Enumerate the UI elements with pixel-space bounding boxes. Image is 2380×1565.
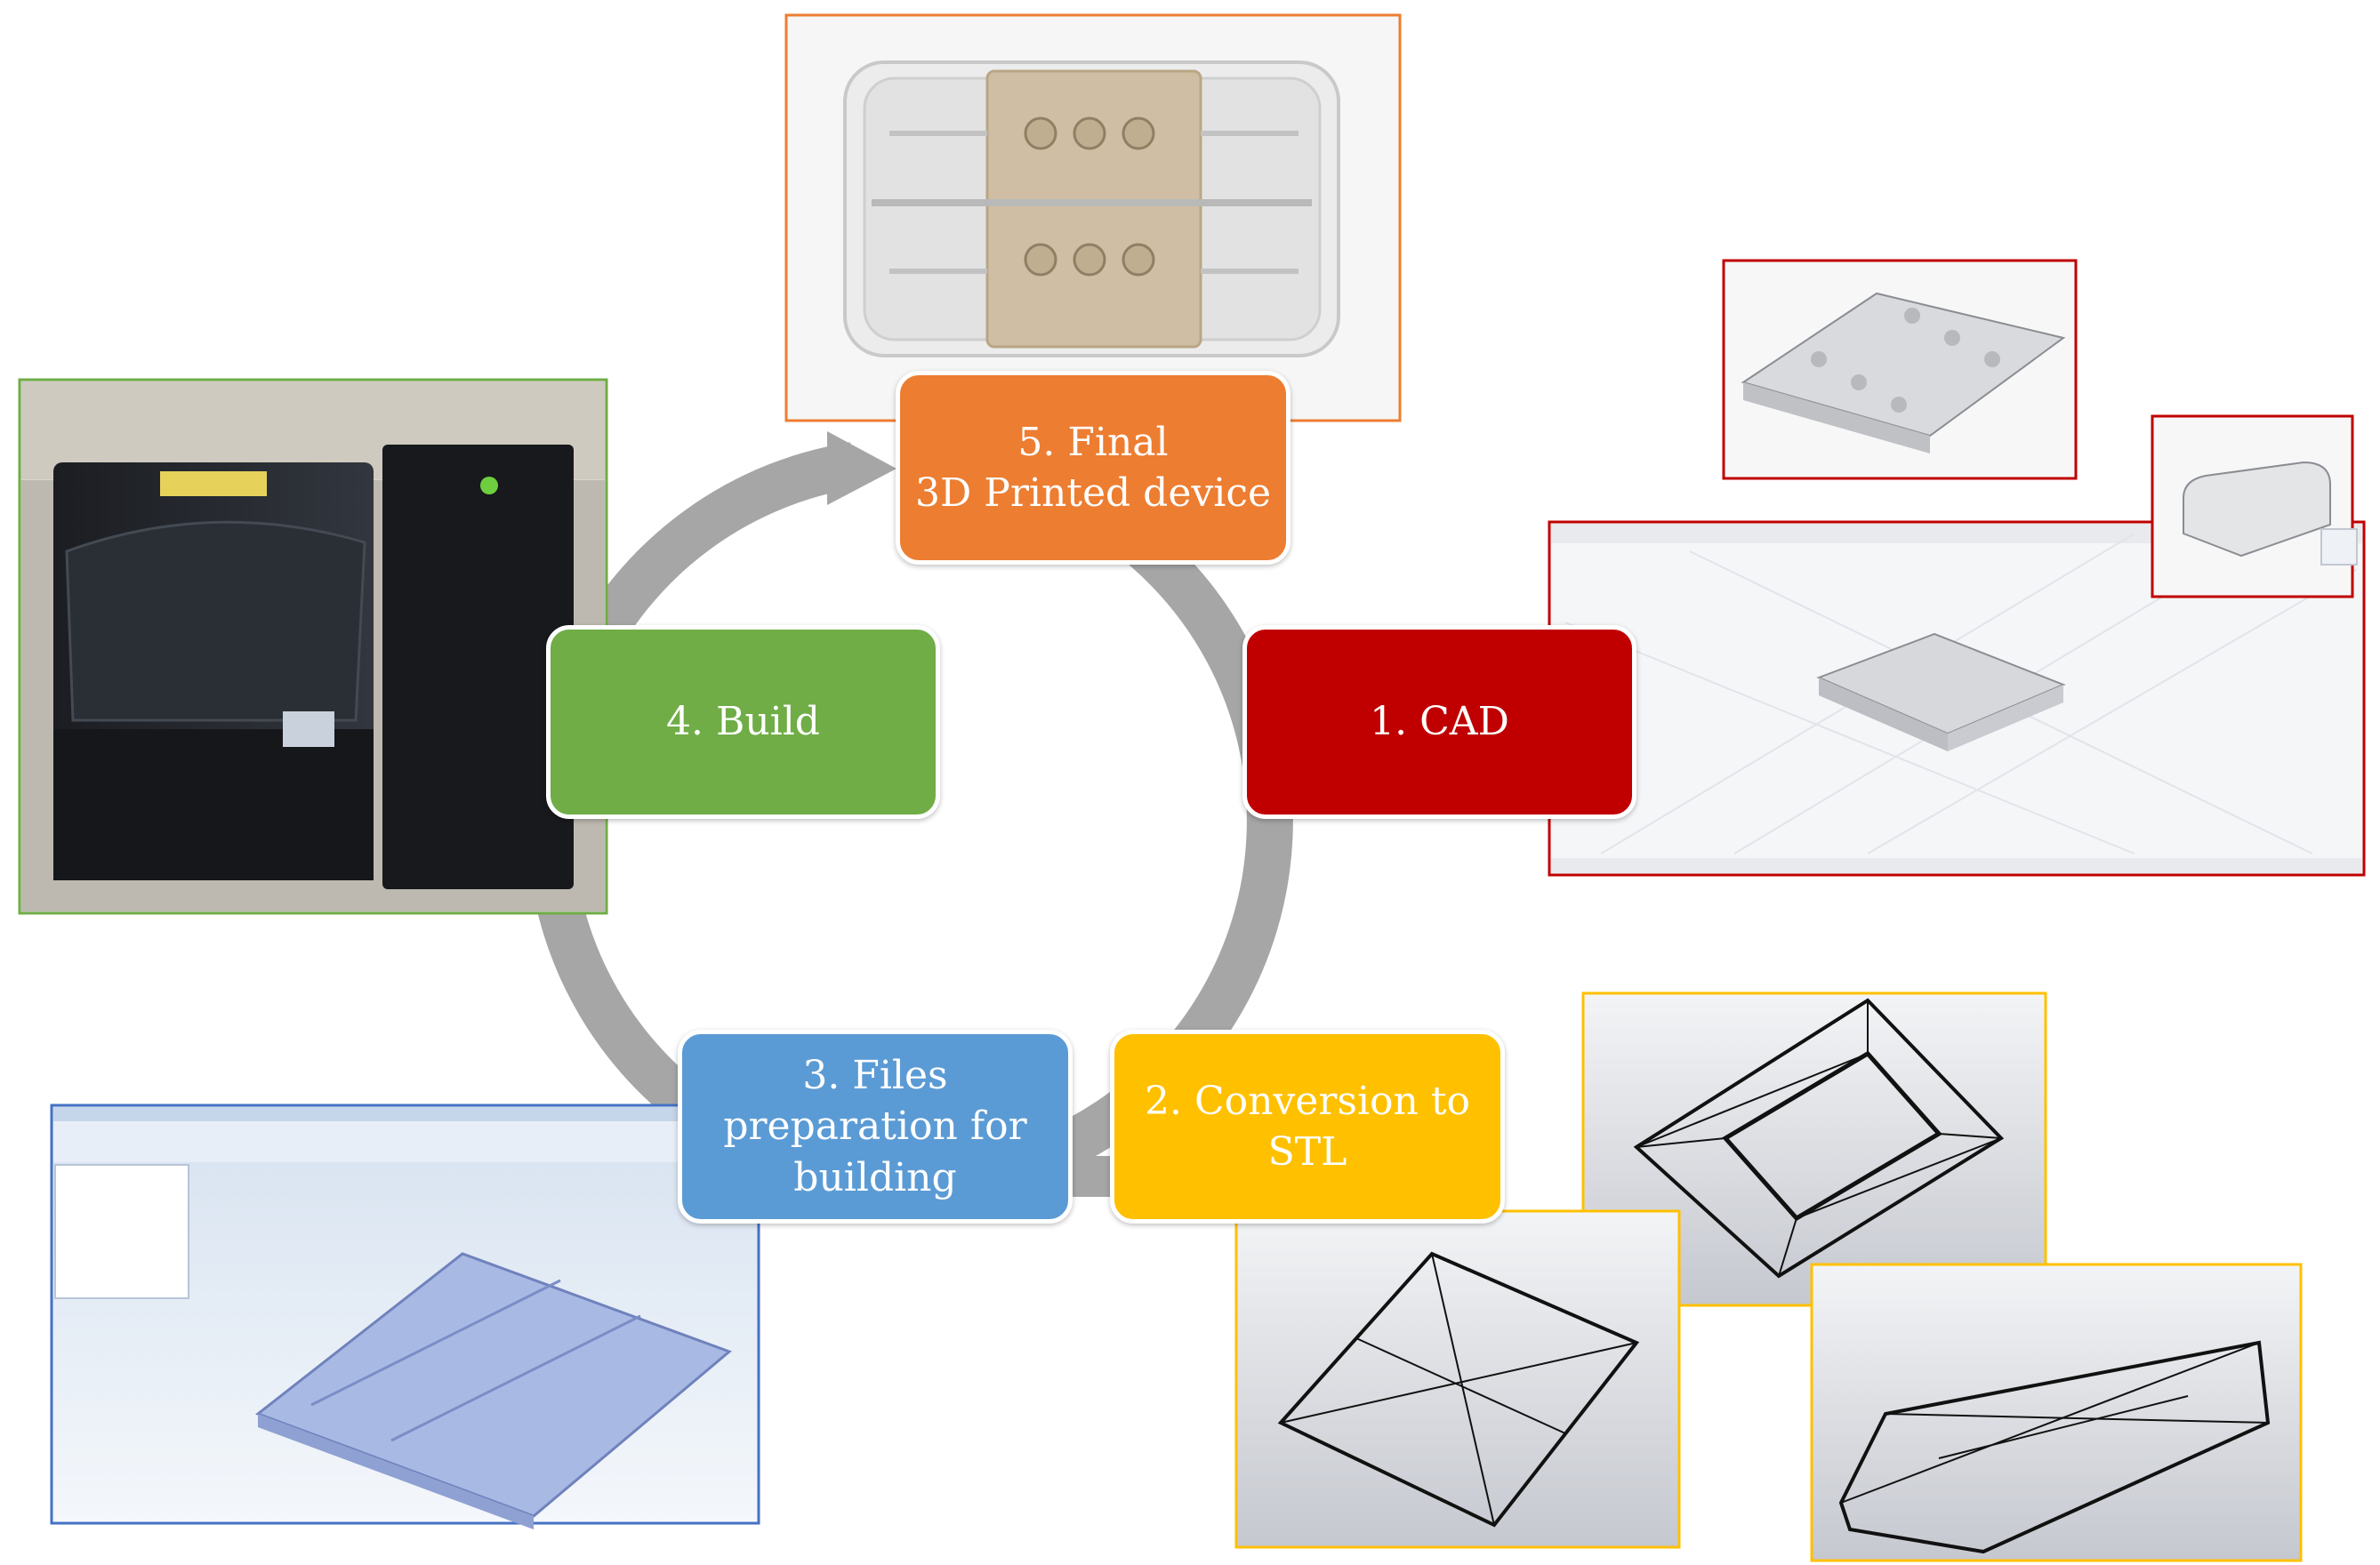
step-conversion: 2. Conversion to STL <box>1110 1030 1505 1224</box>
step-build-label: 4. Build <box>666 699 820 745</box>
step-conversion-label: 2. Conversion to STL <box>1144 1078 1471 1175</box>
final-device-photo <box>784 13 1402 422</box>
printer-photo <box>18 378 608 915</box>
step-build: 4. Build <box>546 625 940 819</box>
step-cad-label: 1. CAD <box>1370 699 1509 745</box>
connector-bar <box>1065 1156 1117 1197</box>
step-files: 3. Files preparation for building <box>678 1030 1073 1224</box>
step-final: 5. Final 3D Printed device <box>896 371 1291 565</box>
step-cad: 1. CAD <box>1242 625 1636 819</box>
stl-screenshots <box>1234 991 2303 1562</box>
step-final-label: 5. Final 3D Printed device <box>915 419 1271 516</box>
cad-screenshots <box>1548 259 2366 877</box>
software-screenshot <box>50 1104 760 1529</box>
step-files-label: 3. Files preparation for building <box>723 1053 1027 1200</box>
